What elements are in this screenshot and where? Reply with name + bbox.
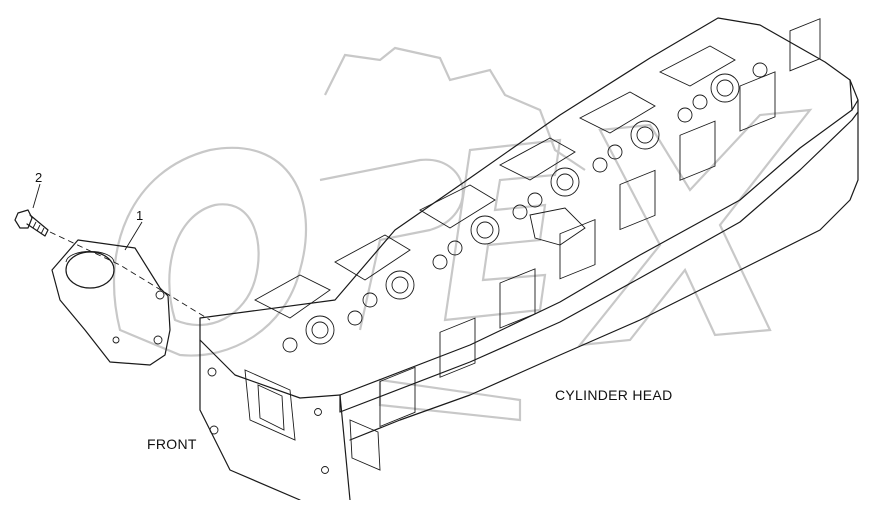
callout-1-leader xyxy=(124,221,143,251)
front-label: FRONT xyxy=(147,436,197,452)
assembly-line xyxy=(49,231,211,321)
callout-2: 2 xyxy=(35,170,43,185)
callout-2-leader xyxy=(32,183,41,209)
lifting-bracket xyxy=(51,239,171,366)
cylinder-head-label: CYLINDER HEAD xyxy=(555,387,673,403)
bolt xyxy=(14,209,49,237)
cylinder-head xyxy=(199,17,859,501)
watermark-logo xyxy=(112,46,813,422)
callout-1: 1 xyxy=(136,208,144,223)
